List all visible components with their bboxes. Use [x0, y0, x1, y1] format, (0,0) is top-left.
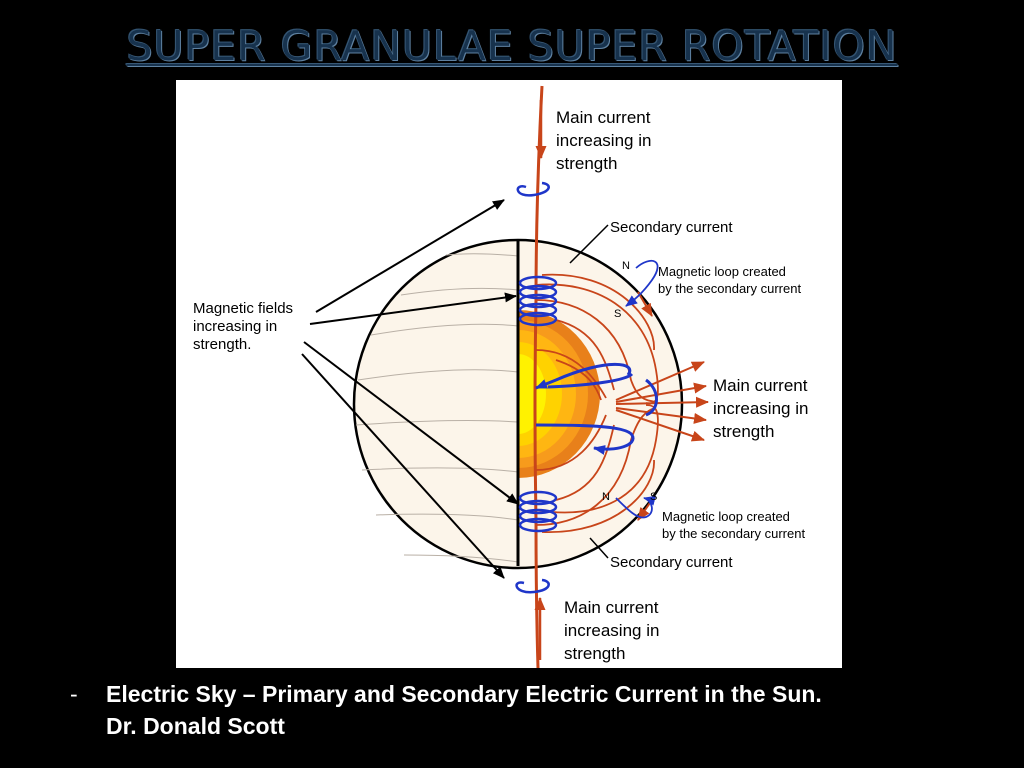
sun-current-diagram: Main current increasing in strength Seco… [176, 80, 842, 668]
label-main-current-top: Main current increasing in strength [556, 108, 652, 173]
core-loop-lower [535, 423, 635, 455]
diagram-graphic [301, 85, 709, 668]
label-magnetic-fields: Magnetic fields increasing in strength. [193, 300, 294, 353]
label-north-bottom: N [602, 491, 610, 503]
label-main-current-bottom: Main current increasing in strength [564, 598, 660, 663]
caption-text: Electric Sky – Primary and Secondary Ele… [106, 681, 822, 739]
core-loop-arrow [535, 362, 632, 390]
field-pointer-arrows [301, 199, 519, 579]
magnetic-loop-top [625, 259, 659, 307]
rotation-ring-top [516, 181, 550, 197]
magnetic-coil-top [518, 275, 558, 327]
latitude-lines [355, 253, 518, 563]
rotation-ring-bottom [515, 578, 550, 594]
caption-bullet: - [70, 681, 78, 707]
label-secondary-current-top: Secondary current [610, 219, 733, 236]
main-current-line [533, 85, 544, 668]
label-north-top: N [622, 260, 630, 272]
label-magnetic-loop-top: Magnetic loop created by the secondary c… [658, 264, 802, 296]
label-secondary-current-bottom: Secondary current [610, 554, 733, 571]
magnetic-loop-bottom [615, 495, 656, 519]
label-main-current-right: Main current increasing in strength [713, 376, 809, 441]
magnetic-coil-bottom [518, 490, 558, 533]
label-magnetic-loop-bottom: Magnetic loop created by the secondary c… [662, 509, 806, 541]
slide-title: SUPER GRANULAE SUPER ROTATION [126, 22, 898, 70]
label-south-bottom: S [650, 491, 658, 503]
label-south-top: S [614, 308, 622, 320]
